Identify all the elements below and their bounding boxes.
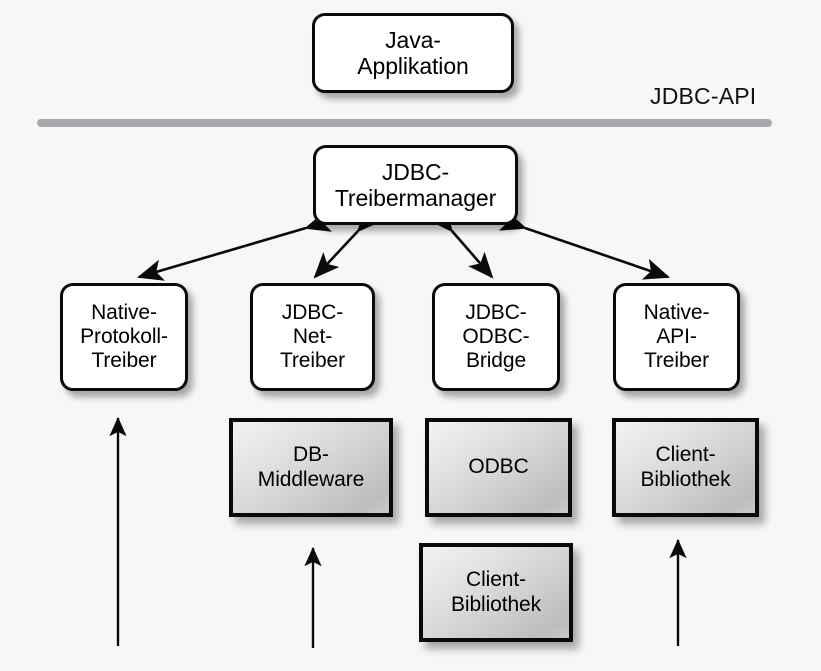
node-native-api-treiber[interactable]: Native- API- Treiber xyxy=(613,283,740,391)
node-java-applikation[interactable]: Java- Applikation xyxy=(312,13,514,93)
node-java-applikation-label: Java- Applikation xyxy=(357,26,469,79)
jdbc-api-label: JDBC-API xyxy=(650,83,757,109)
node-native-protokoll-treiber[interactable]: Native- Protokoll- Treiber xyxy=(60,283,188,391)
node-jdbc-net-treiber[interactable]: JDBC- Net- Treiber xyxy=(250,283,375,391)
node-jdbc-odbc-bridge[interactable]: JDBC- ODBC- Bridge xyxy=(432,283,560,391)
node-client-bibliothek-center[interactable]: Client- Bibliothek xyxy=(419,543,573,642)
node-jdbc-treibermanager[interactable]: JDBC- Treibermanager xyxy=(313,145,518,225)
jdbc-api-separator-line xyxy=(37,119,772,127)
node-jdbc-treibermanager-label: JDBC- Treibermanager xyxy=(334,158,497,211)
node-jdbc-odbc-bridge-label: JDBC- ODBC- Bridge xyxy=(462,301,530,372)
node-jdbc-net-treiber-label: JDBC- Net- Treiber xyxy=(279,301,346,372)
node-odbc-label: ODBC xyxy=(468,455,529,479)
edge-drivermanager-native-api xyxy=(498,209,670,280)
node-client-bibliothek-right-label: Client- Bibliothek xyxy=(640,443,731,491)
node-native-protokoll-treiber-label: Native- Protokoll- Treiber xyxy=(80,301,168,372)
node-db-middleware-label: DB- Middleware xyxy=(257,443,365,491)
node-client-bibliothek-center-label: Client- Bibliothek xyxy=(450,568,542,616)
node-db-middleware[interactable]: DB- Middleware xyxy=(229,418,393,517)
node-native-api-treiber-label: Native- API- Treiber xyxy=(643,301,710,372)
node-odbc[interactable]: ODBC xyxy=(425,418,572,517)
node-client-bibliothek-right[interactable]: Client- Bibliothek xyxy=(612,418,759,517)
edge-drivermanager-jdbc-net xyxy=(313,206,383,279)
edge-drivermanager-jdbc-odbc xyxy=(428,205,494,279)
edge-drivermanager-native-protocol xyxy=(137,210,333,281)
